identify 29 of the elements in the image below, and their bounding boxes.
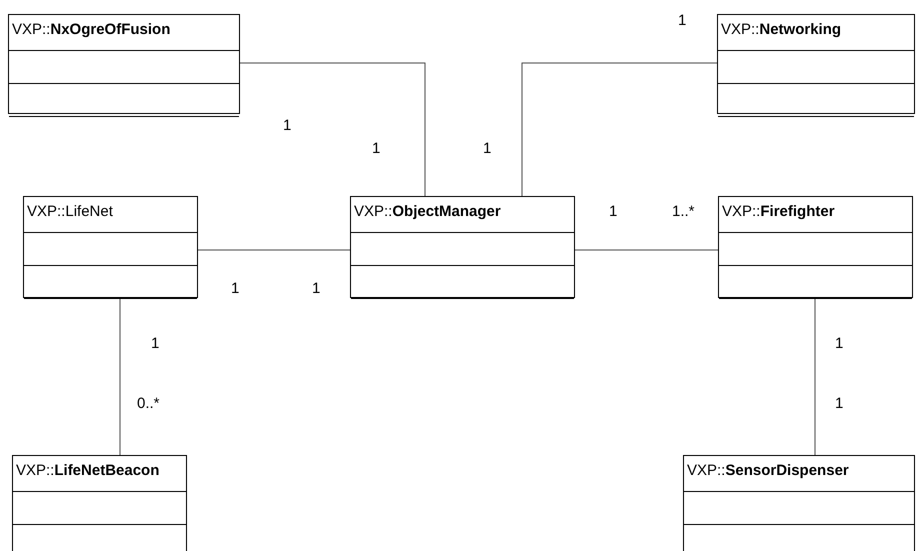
association-line — [522, 62, 718, 196]
multiplicity-label: 1 — [678, 12, 686, 29]
class-name: VXP::LifeNet — [27, 203, 113, 220]
multiplicity-label: 0..* — [137, 395, 160, 412]
class-box — [350, 196, 575, 298]
multiplicity-label: 1..* — [672, 203, 695, 220]
class-name: VXP::LifeNetBeacon — [16, 462, 160, 479]
class-box — [718, 196, 913, 298]
multiplicity-label: 1 — [312, 280, 320, 297]
class-name: VXP::ObjectManager — [354, 203, 501, 220]
multiplicity-label: 1 — [609, 203, 618, 220]
association-line — [240, 62, 426, 196]
multiplicity-label: 1 — [835, 335, 844, 352]
multiplicity-label: 1 — [835, 395, 844, 412]
multiplicity-label: 1 — [231, 280, 240, 297]
class-box — [23, 196, 198, 298]
class-name: VXP::NxOgreOfFusion — [12, 21, 170, 38]
class-box — [683, 455, 915, 551]
class-name: VXP::Networking — [721, 21, 842, 38]
class-box — [717, 14, 915, 114]
multiplicity-label: 1 — [283, 117, 292, 134]
class-name: VXP::SensorDispenser — [687, 462, 849, 479]
multiplicity-label: 1 — [151, 335, 160, 352]
multiplicity-label: 1 — [372, 140, 380, 157]
multiplicity-label: 1 — [483, 140, 492, 157]
class-name: VXP::Firefighter — [722, 203, 835, 220]
class-box — [12, 455, 187, 551]
association-line — [814, 298, 816, 456]
class-box — [8, 14, 240, 114]
